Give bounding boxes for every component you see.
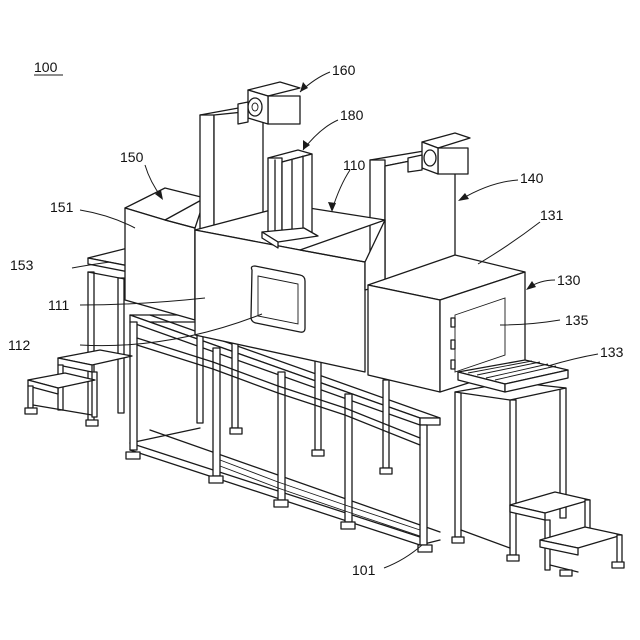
left-stand xyxy=(25,272,132,426)
label-assembly: 100 xyxy=(34,59,58,75)
label-window: 112 xyxy=(8,337,31,353)
label-clamp: 180 xyxy=(340,107,364,123)
label-left-unit-face: 151 xyxy=(50,199,74,215)
label-chamber: 110 xyxy=(343,157,366,173)
label-door: 135 xyxy=(565,312,589,328)
chamber-window xyxy=(251,266,305,332)
left-unit xyxy=(125,188,205,320)
label-left-table: 153 xyxy=(10,257,34,273)
clamp-assembly xyxy=(262,150,318,248)
label-top-actuator: 160 xyxy=(332,62,356,78)
label-chamber-front: 111 xyxy=(48,297,69,313)
label-left-unit: 150 xyxy=(120,149,144,165)
label-right-column: 140 xyxy=(520,170,544,186)
label-conveyor: 133 xyxy=(600,344,624,360)
right-stand xyxy=(452,382,624,576)
label-frame: 101 xyxy=(352,562,376,578)
label-right-unit: 130 xyxy=(557,272,581,288)
label-right-unit-top: 131 xyxy=(540,207,564,223)
